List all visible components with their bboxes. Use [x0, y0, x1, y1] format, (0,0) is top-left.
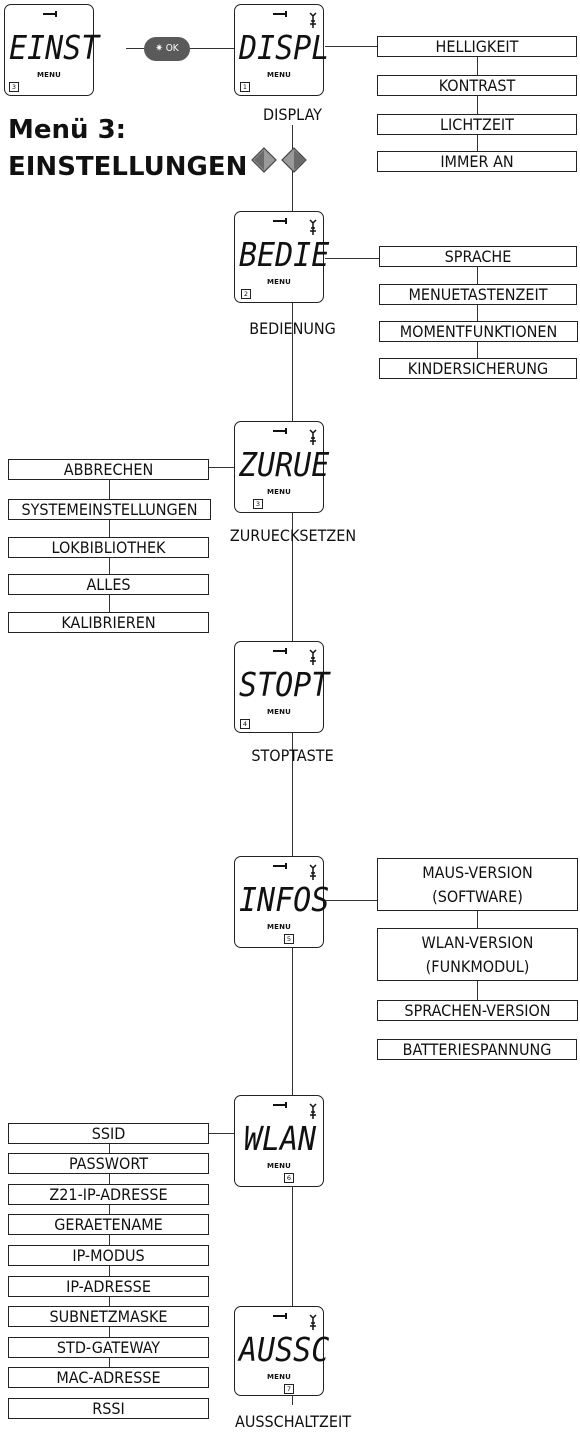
right-arrow-key-icon	[281, 147, 307, 173]
wrench-icon	[273, 1102, 287, 1108]
connector-display-options	[325, 46, 378, 47]
option-lichtzeit: LICHTZEIT	[377, 114, 577, 135]
lcd-screen-stopt: STOPT MENU 4	[234, 641, 330, 733]
antenna-icon	[309, 1314, 317, 1330]
antenna-icon	[309, 1103, 317, 1119]
caption-ausschaltzeit: AUSSCHALTZEIT	[235, 1412, 351, 1431]
lcd-segment-text: WLAN	[243, 1120, 317, 1159]
ok-button: ✷ OK	[144, 37, 190, 61]
caption-display: DISPLAY	[263, 105, 322, 124]
lcd-menu-number: 5	[284, 934, 294, 944]
connector-wlan-options	[209, 1133, 234, 1134]
lcd-menu-number: 3	[253, 499, 263, 509]
lcd-menu-label: MENU	[266, 923, 292, 931]
option-z21-ip-adresse: Z21-IP-ADRESSE	[8, 1184, 209, 1205]
wrench-icon	[273, 218, 287, 224]
main-spine-line	[292, 125, 293, 1405]
caption-stoptaste: STOPTASTE	[251, 746, 334, 765]
antenna-icon	[309, 649, 317, 665]
lcd-menu-label: MENU	[266, 1162, 292, 1170]
connector-infos-options	[325, 900, 378, 901]
caption-zuruecksetzen: ZURUECKSETZEN	[229, 526, 357, 545]
option-rssi: RSSI	[8, 1398, 209, 1419]
antenna-icon	[309, 864, 317, 880]
option-mac-adresse: MAC-ADRESSE	[8, 1367, 209, 1388]
arrow-keys-icon	[251, 147, 307, 173]
lcd-screen-wlan: WLAN MENU 6	[234, 1095, 324, 1187]
lcd-screen-einst: EINST MENU 3	[4, 4, 100, 96]
wrench-icon	[273, 648, 287, 654]
lcd-menu-number: 4	[240, 719, 250, 729]
lcd-menu-label: MENU	[266, 488, 292, 496]
option-std-gateway: STD-GATEWAY	[8, 1337, 209, 1358]
menu-title-line2: EINSTELLUNGEN	[8, 152, 248, 182]
lcd-menu-label: MENU	[266, 71, 292, 79]
lcd-menu-label: MENU	[266, 708, 292, 716]
lcd-menu-number: 6	[284, 1173, 294, 1183]
option-systemeinstellungen: SYSTEMEINSTELLUNGEN	[8, 499, 211, 520]
lcd-segment-text: ZURUE	[239, 446, 330, 485]
option-maus-version: MAUS-VERSION (SOFTWARE)	[377, 858, 578, 911]
lcd-screen-bedie: BEDIE MENU 2	[234, 211, 330, 303]
wrench-icon	[273, 863, 287, 869]
lcd-segment-text: DISPL	[239, 29, 330, 68]
option-menuetastenzeit: MENUETASTENZEIT	[379, 284, 577, 305]
option-geraetename: GERAETENAME	[8, 1214, 209, 1235]
option-sprachen-version: SPRACHEN-VERSION	[377, 1000, 578, 1021]
menu-title: Menü 3: EINSTELLUNGEN	[8, 112, 247, 186]
wrench-icon	[43, 11, 57, 17]
bedienung-options-spine	[477, 258, 478, 368]
lcd-menu-number: 1	[240, 82, 250, 92]
lcd-menu-number: 7	[284, 1384, 294, 1394]
caption-bedienung: BEDIENUNG	[249, 319, 336, 338]
lcd-segment-text: BEDIE	[239, 236, 330, 275]
connector-bedienung-options	[325, 258, 380, 259]
lcd-menu-number: 2	[241, 289, 251, 299]
option-kalibrieren: KALIBRIEREN	[8, 612, 209, 633]
option-kindersicherung: KINDERSICHERUNG	[379, 358, 577, 379]
left-arrow-key-icon	[251, 147, 277, 173]
ok-button-label: ✷ OK	[155, 43, 179, 54]
lcd-segment-text: INFOS	[239, 881, 330, 920]
lcd-segment-text: AUSSC	[239, 1331, 330, 1370]
lcd-menu-label: MENU	[266, 1373, 292, 1381]
wrench-icon	[273, 11, 287, 17]
option-ssid: SSID	[8, 1123, 209, 1144]
lcd-menu-label: MENU	[266, 278, 292, 286]
lcd-screen-aussc: AUSSC MENU 7	[234, 1306, 330, 1396]
lcd-segment-text: EINST	[9, 29, 100, 68]
lcd-segment-text: STOPT	[239, 666, 330, 705]
option-batteriespannung: BATTERIESPANNUNG	[377, 1039, 577, 1060]
option-kontrast: KONTRAST	[377, 75, 577, 96]
lcd-screen-infos: INFOS MENU 5	[234, 856, 330, 948]
option-passwort: PASSWORT	[8, 1153, 209, 1174]
option-subnetzmaske: SUBNETZMASKE	[8, 1306, 209, 1327]
antenna-icon	[309, 219, 317, 235]
antenna-icon	[309, 429, 317, 445]
wrench-icon	[273, 428, 287, 434]
wrench-icon	[273, 1313, 287, 1319]
lcd-screen-displ: DISPL MENU 1	[234, 4, 330, 96]
antenna-icon	[309, 12, 317, 28]
lcd-menu-label: MENU	[36, 71, 62, 79]
option-ip-adresse: IP-ADRESSE	[8, 1276, 209, 1297]
display-options-spine	[477, 46, 478, 160]
menu-title-line1: Menü 3:	[8, 115, 127, 145]
lcd-menu-number: 3	[9, 82, 19, 92]
option-immer-an: IMMER AN	[377, 151, 577, 172]
option-helligkeit: HELLIGKEIT	[377, 36, 577, 57]
connector-zuruecksetzen-options	[209, 467, 234, 468]
option-ip-modus: IP-MODUS	[8, 1245, 209, 1266]
lcd-screen-zurue: ZURUE MENU 3	[234, 421, 330, 513]
option-alles: ALLES	[8, 574, 209, 595]
option-momentfunktionen: MOMENTFUNKTIONEN	[379, 321, 578, 342]
option-sprache: SPRACHE	[379, 246, 577, 267]
option-lokbibliothek: LOKBIBLIOTHEK	[8, 537, 209, 558]
option-wlan-version: WLAN-VERSION (FUNKMODUL)	[377, 928, 578, 981]
option-abbrechen: ABBRECHEN	[8, 459, 209, 480]
